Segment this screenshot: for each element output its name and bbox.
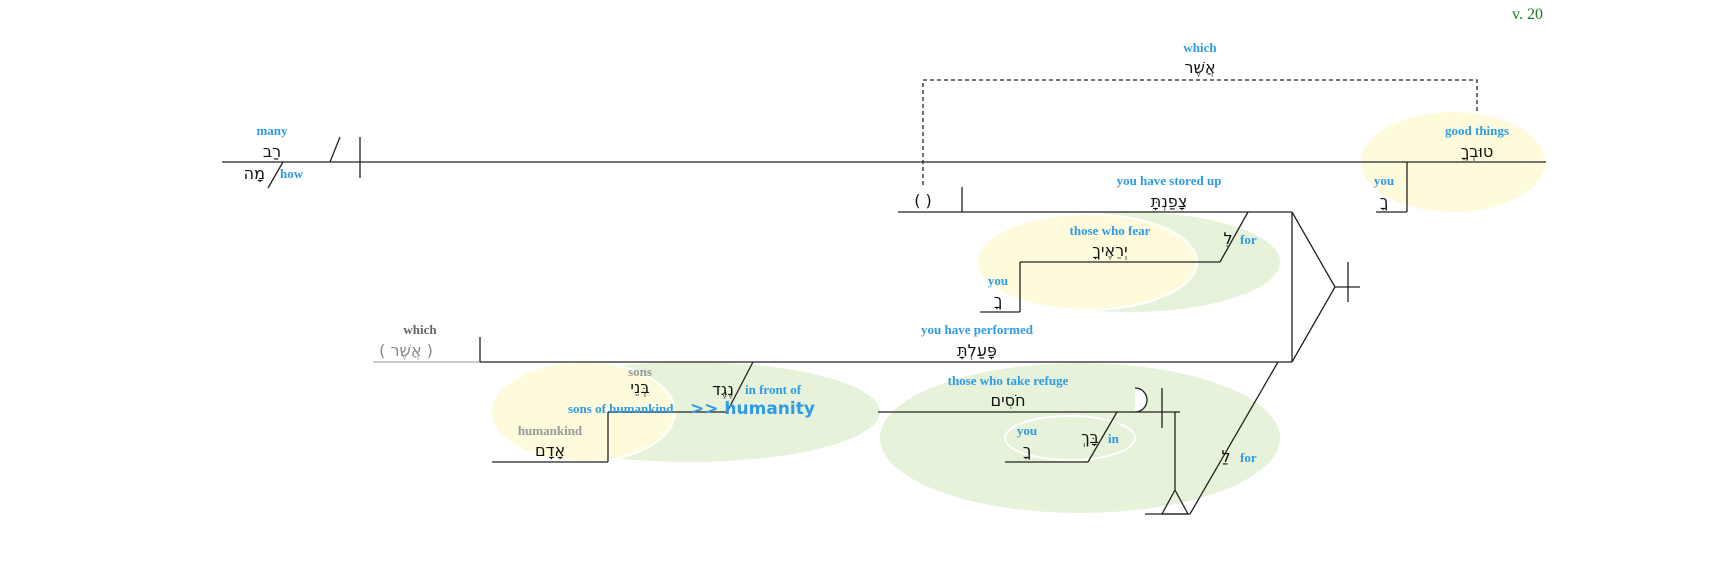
hebrew-how: מָה (244, 164, 265, 183)
hebrew-those-who-fear: יְרֵאֶיךָ (1092, 241, 1127, 260)
gloss-you-fear: you (988, 273, 1008, 288)
verse-number: v. 20 (1512, 6, 1543, 23)
hebrew-humankind: אָדָם (535, 441, 565, 460)
gloss-stored-up: you have stored up (1117, 173, 1222, 188)
hebrew-for-1: לִ (1223, 229, 1232, 248)
in-front-of-slant (726, 361, 754, 413)
hebrew-for-2: לַ (1221, 447, 1230, 466)
participle-half-circle (1134, 387, 1148, 413)
gloss-performed: you have performed (921, 322, 1034, 337)
hebrew-which-top: אֲשֶׁר (1184, 58, 1215, 77)
gloss-for-2: for (1240, 450, 1257, 465)
highlight-refuge-phrase (880, 363, 1280, 513)
hebrew-in-front-of: נֶגֶד (712, 380, 734, 399)
hebrew-in: בָּךְ (1081, 428, 1099, 447)
hebrew-stored-up: צָפַנְתָּ (1151, 192, 1187, 211)
gloss-which-bottom: which (403, 322, 437, 337)
gloss-for-1: for (1240, 232, 1257, 247)
hebrew-good-things: טוּבְךָ (1461, 142, 1494, 161)
gloss-how: how (280, 166, 304, 181)
in-slant (1087, 411, 1118, 463)
compound-connector (1291, 211, 1336, 363)
for-2-slant (1189, 361, 1279, 515)
gloss-good-things: good things (1445, 123, 1509, 138)
gloss-sons: sons (628, 364, 652, 379)
hebrew-which-bottom: ( אֲשֶׁר ) (379, 341, 433, 360)
gloss-which-top: which (1183, 40, 1217, 55)
hebrew-you-refuge: ךָ (1023, 441, 1032, 460)
hebrew-take-refuge: חֹסִים (990, 391, 1025, 410)
gloss-you-refuge: you (1017, 423, 1037, 438)
gloss-humankind: humankind (518, 423, 583, 438)
hebrew-many: רַב (263, 142, 281, 161)
hebrew-you-top: ךָ (1380, 192, 1389, 211)
highlight-in-you (1004, 415, 1136, 461)
for-slant (1219, 211, 1249, 263)
equivalent-humanity: >> humanity (690, 399, 815, 419)
empty-subject: ( ) (914, 191, 932, 210)
hebrew-performed: פָּעַלְתָּ (957, 341, 997, 360)
gloss-you-top: you (1374, 173, 1394, 188)
hebrew-sons: בְּנֵי (630, 378, 649, 397)
predicate-slash (329, 136, 341, 163)
gloss-in-front-of: in front of (745, 382, 802, 397)
gloss-in: in (1108, 431, 1120, 446)
how-modifier-line (267, 161, 284, 189)
gloss-sons-of-humankind: sons of humankind (568, 401, 674, 416)
gloss-many: many (256, 123, 288, 138)
gloss-take-refuge: those who take refuge (948, 373, 1069, 388)
relative-dashed-connector (922, 79, 1478, 185)
gloss-those-who-fear: those who fear (1070, 223, 1151, 238)
hebrew-you-fear: ךָ (994, 291, 1003, 310)
